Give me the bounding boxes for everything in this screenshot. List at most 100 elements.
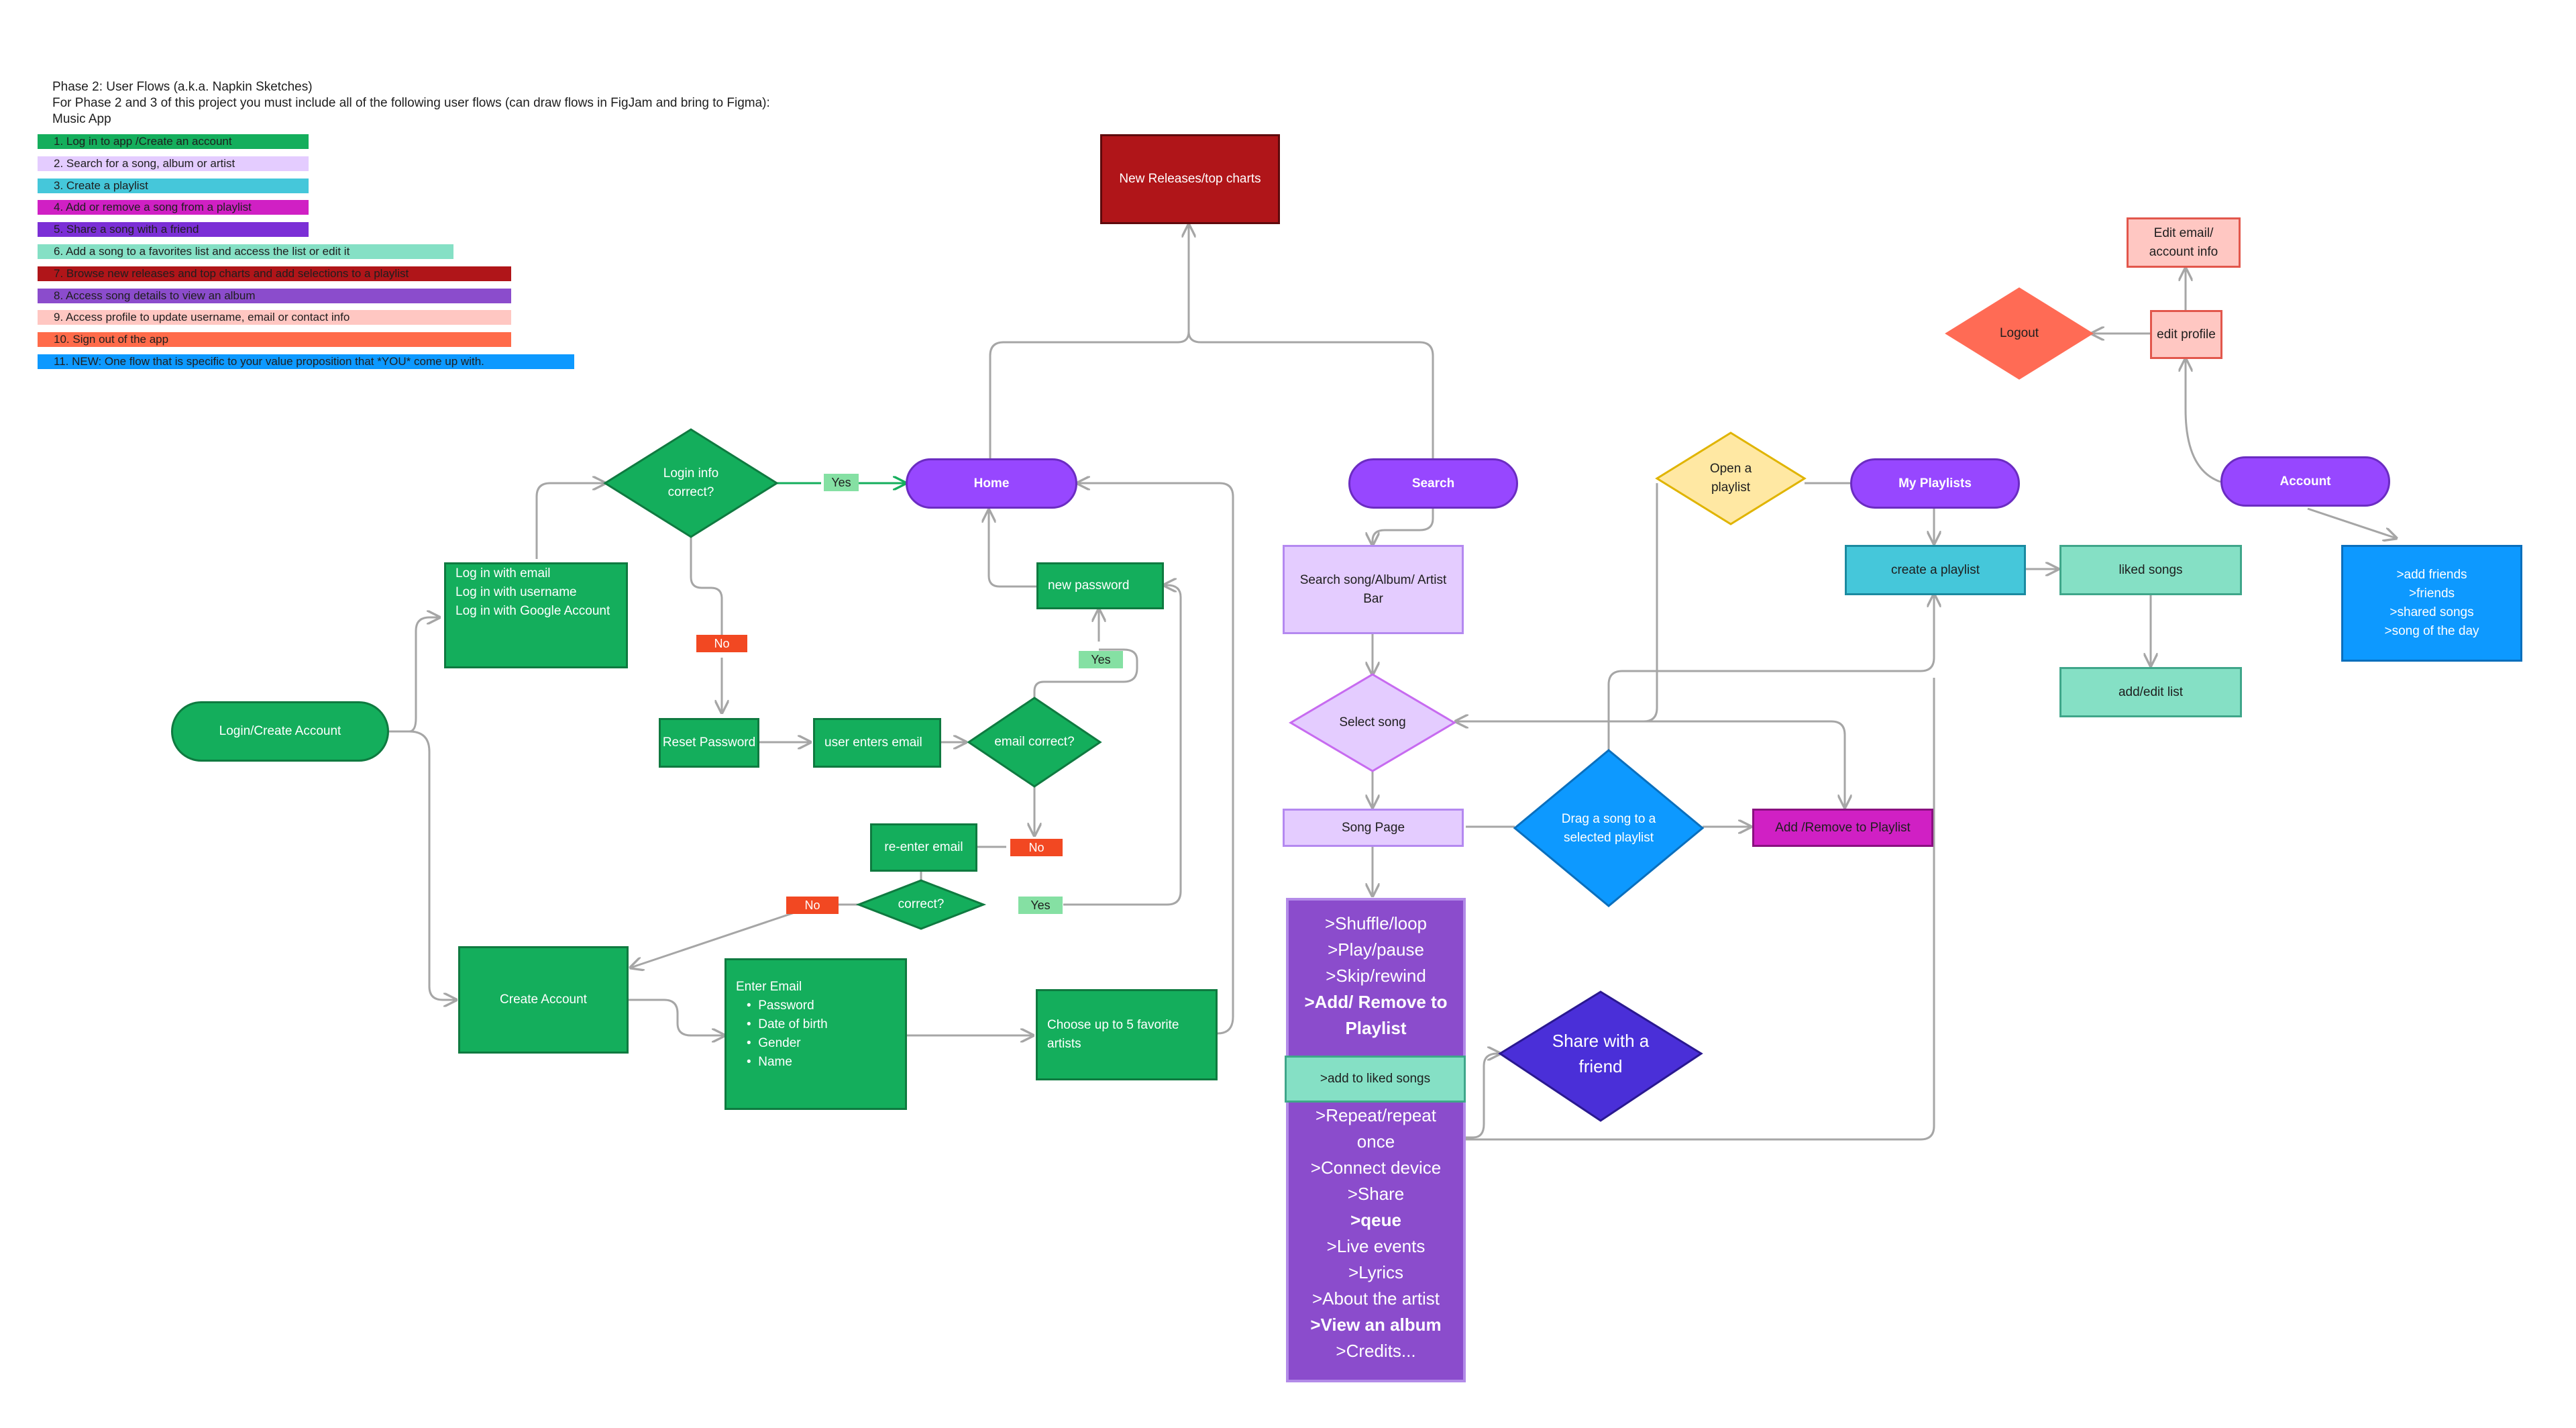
- home-node: Home: [906, 458, 1077, 509]
- enter-email-title: Enter Email: [736, 980, 802, 994]
- connector: [1033, 648, 1138, 698]
- song-option: >About the artist: [1311, 1288, 1440, 1309]
- legend-item: 7. Browse new releases and top charts an…: [38, 266, 511, 281]
- song-page-node: Song Page: [1283, 809, 1464, 847]
- connector: [2186, 359, 2221, 483]
- connector: [1373, 509, 1434, 545]
- connector: [1607, 595, 1934, 750]
- song-option: >Shuffle/loop: [1324, 913, 1428, 933]
- song-option: >qeue: [1350, 1210, 1401, 1230]
- select-song-diamond: [1289, 673, 1456, 772]
- song-option: >Connect device: [1310, 1158, 1442, 1178]
- user-enters-email-node: user enters email: [813, 718, 941, 768]
- legend-item: 4. Add or remove a song from a playlist: [38, 200, 309, 215]
- song-option: >Skip/rewind: [1326, 966, 1426, 986]
- header-app-name: Music App: [52, 112, 111, 126]
- yes-tag-login: Yes: [824, 474, 859, 491]
- legend-item: 9. Access profile to update username, em…: [38, 310, 511, 325]
- no-tag-email: No: [1010, 839, 1063, 856]
- connector: [389, 730, 456, 1000]
- share-friend-diamond: [1498, 990, 1703, 1122]
- login-info-correct-diamond: [603, 428, 779, 538]
- add-remove-playlist-node: Add /Remove to Playlist: [1752, 809, 1933, 847]
- legend-item: 3. Create a playlist: [38, 178, 309, 193]
- connector: [690, 525, 723, 635]
- edit-email-node: Edit email/ account info: [2127, 217, 2241, 268]
- yes-tag-email: Yes: [1079, 651, 1123, 668]
- legend-item: 8. Access song details to view an album: [38, 288, 511, 303]
- account-node: Account: [2220, 456, 2390, 507]
- login-info-correct-label: Login info correct?: [663, 466, 719, 499]
- feature-shared-songs: >shared songs: [2390, 605, 2474, 619]
- legend-item: 1. Log in to app /Create an account: [38, 134, 309, 149]
- search-node: Search: [1348, 458, 1518, 509]
- connector: [1187, 331, 1434, 458]
- correct-label: correct?: [898, 897, 945, 911]
- logout-label: Logout: [1999, 326, 2039, 340]
- song-option: >Repeat/repeat: [1316, 1105, 1436, 1125]
- search-bar-node: Search song/Album/ Artist Bar: [1283, 545, 1464, 634]
- legend-item: 11. NEW: One flow that is specific to yo…: [38, 354, 574, 369]
- connector: [1063, 585, 1182, 906]
- email-correct-label: email correct?: [994, 735, 1075, 749]
- yes-tag-correct: Yes: [1018, 897, 1063, 914]
- liked-songs-node: liked songs: [2059, 545, 2242, 595]
- song-option: >Lyrics: [1348, 1262, 1404, 1282]
- song-options-node: >Shuffle/loop >Play/pause >Skip/rewind >Add…: [1286, 898, 1466, 1382]
- connector: [389, 617, 439, 733]
- connector: [1466, 678, 1935, 1141]
- legend-item: 2. Search for a song, album or artist: [38, 156, 309, 171]
- song-option: >Play/pause: [1328, 939, 1424, 960]
- new-releases-node: New Releases/top charts: [1100, 134, 1280, 224]
- create-playlist-node: create a playlist: [1845, 545, 2026, 595]
- header-phase-title: Phase 2: User Flows (a.k.a. Napkin Sketc…: [52, 80, 313, 94]
- enter-email-item: • Date of birth: [747, 1017, 828, 1031]
- song-option: >View an album: [1310, 1315, 1442, 1335]
- share-friend-label: Share with a friend: [1552, 1031, 1650, 1076]
- choose-artists-node: Choose up to 5 favorite artists: [1036, 989, 1218, 1080]
- account-features-node: >add friends >friends >shared songs >son…: [2341, 545, 2522, 662]
- enter-email-item: • Gender: [747, 1036, 801, 1050]
- create-account-node: Create Account: [458, 946, 629, 1054]
- no-tag-login: No: [696, 635, 747, 652]
- song-option: >Credits...: [1336, 1341, 1416, 1361]
- select-song-label: Select song: [1339, 715, 1406, 729]
- drag-song-label: Drag a song to a selected playlist: [1561, 812, 1656, 845]
- song-option: Playlist: [1345, 1018, 1407, 1038]
- login-options-node: Log in with email Log in with username L…: [444, 562, 628, 668]
- song-option: >Share: [1347, 1184, 1405, 1204]
- open-playlist-diamond: [1655, 431, 1807, 525]
- connector: [629, 999, 724, 1035]
- connector: [989, 225, 1189, 458]
- legend-item: 5. Share a song with a friend: [38, 222, 309, 238]
- email-correct-diamond: [967, 697, 1102, 788]
- correct-diamond: [855, 879, 987, 930]
- connector: [989, 510, 1036, 588]
- logout-diamond: [1945, 287, 2094, 380]
- enter-email-node: Enter Email • Password • Date of birth •…: [724, 958, 907, 1110]
- enter-email-list: • Password • Date of birth • Gender • Na…: [736, 997, 905, 1072]
- my-playlists-node: My Playlists: [1850, 458, 2020, 509]
- add-to-liked-songs-node: >add to liked songs: [1285, 1056, 1466, 1103]
- new-password-node: new password: [1036, 562, 1164, 609]
- drag-song-diamond: [1513, 749, 1705, 907]
- legend-item: 10. Sign out of the app: [38, 332, 511, 348]
- no-tag-correct: No: [786, 897, 839, 914]
- connector: [1466, 1054, 1500, 1139]
- legend-item: 6. Add a song to a favorites list and ac…: [38, 244, 453, 259]
- login-option-email: Log in with email: [455, 566, 551, 580]
- reset-password-node: Reset Password: [659, 718, 759, 768]
- feature-add-friends: >add friends: [2396, 568, 2467, 582]
- enter-email-item: • Password: [747, 999, 814, 1013]
- connector: [1456, 483, 1658, 721]
- enter-email-item: • Name: [747, 1055, 792, 1069]
- feature-song-of-day: >song of the day: [2384, 624, 2479, 638]
- login-create-account-node: Login/Create Account: [171, 701, 389, 762]
- song-option: >Add/ Remove to: [1304, 992, 1448, 1012]
- edit-profile-node: edit profile: [2150, 310, 2222, 359]
- login-option-google: Log in with Google Account: [455, 604, 610, 618]
- song-option: once: [1356, 1131, 1395, 1152]
- connector: [1454, 720, 1845, 807]
- connector: [2307, 507, 2396, 538]
